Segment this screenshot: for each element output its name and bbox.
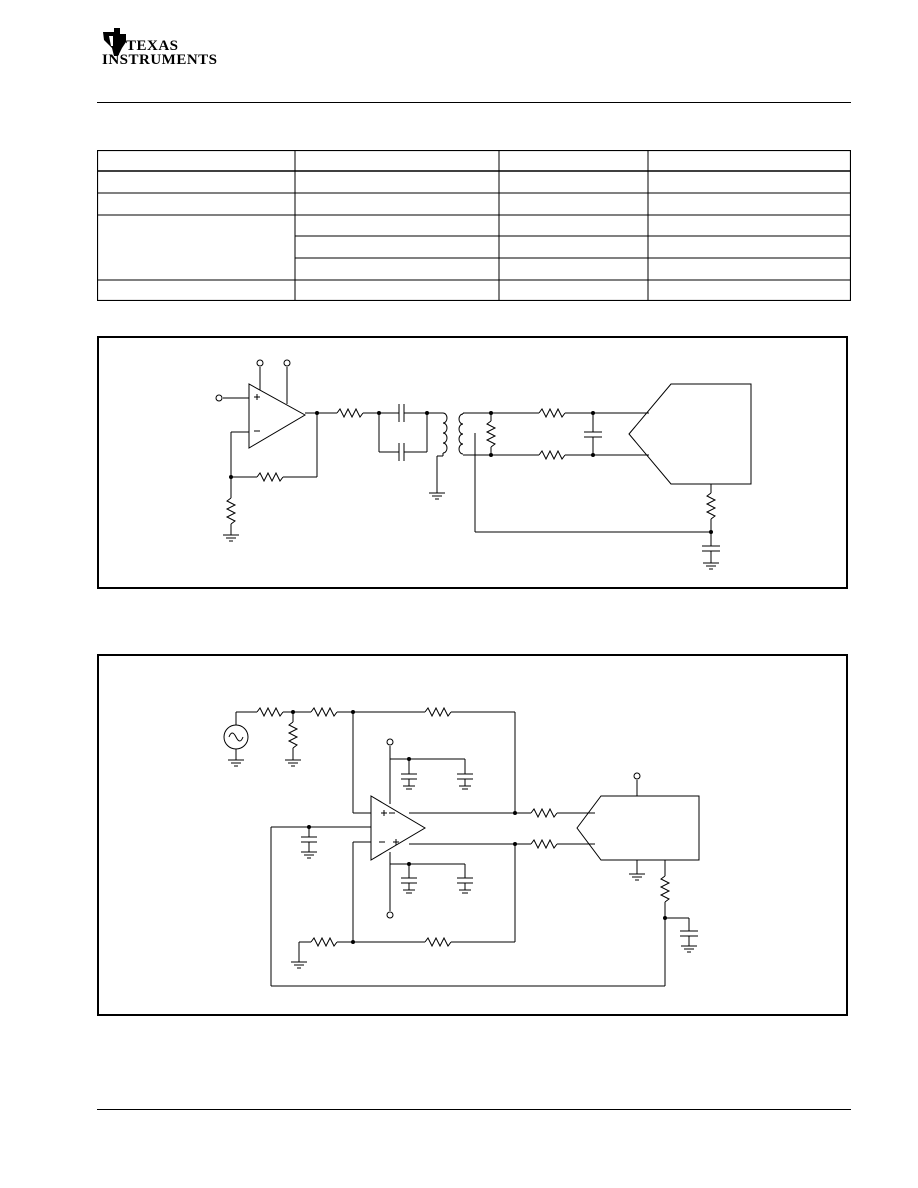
- header-rule: [97, 102, 851, 103]
- transformer-coupled-driver-schematic: [215, 359, 752, 570]
- ti-logo: Texas Instruments: [100, 28, 220, 72]
- figure-1-panel: [97, 336, 848, 589]
- figure-2-panel: [97, 654, 848, 1016]
- ti-logo-icon: [103, 28, 126, 56]
- brand-line-1: Texas: [126, 38, 179, 54]
- fully-differential-driver-schematic: [223, 706, 700, 987]
- footer-rule: [97, 1109, 851, 1110]
- brand-line-2: Instruments: [102, 52, 218, 68]
- table-grid: [97, 150, 851, 301]
- spec-table: [97, 150, 851, 301]
